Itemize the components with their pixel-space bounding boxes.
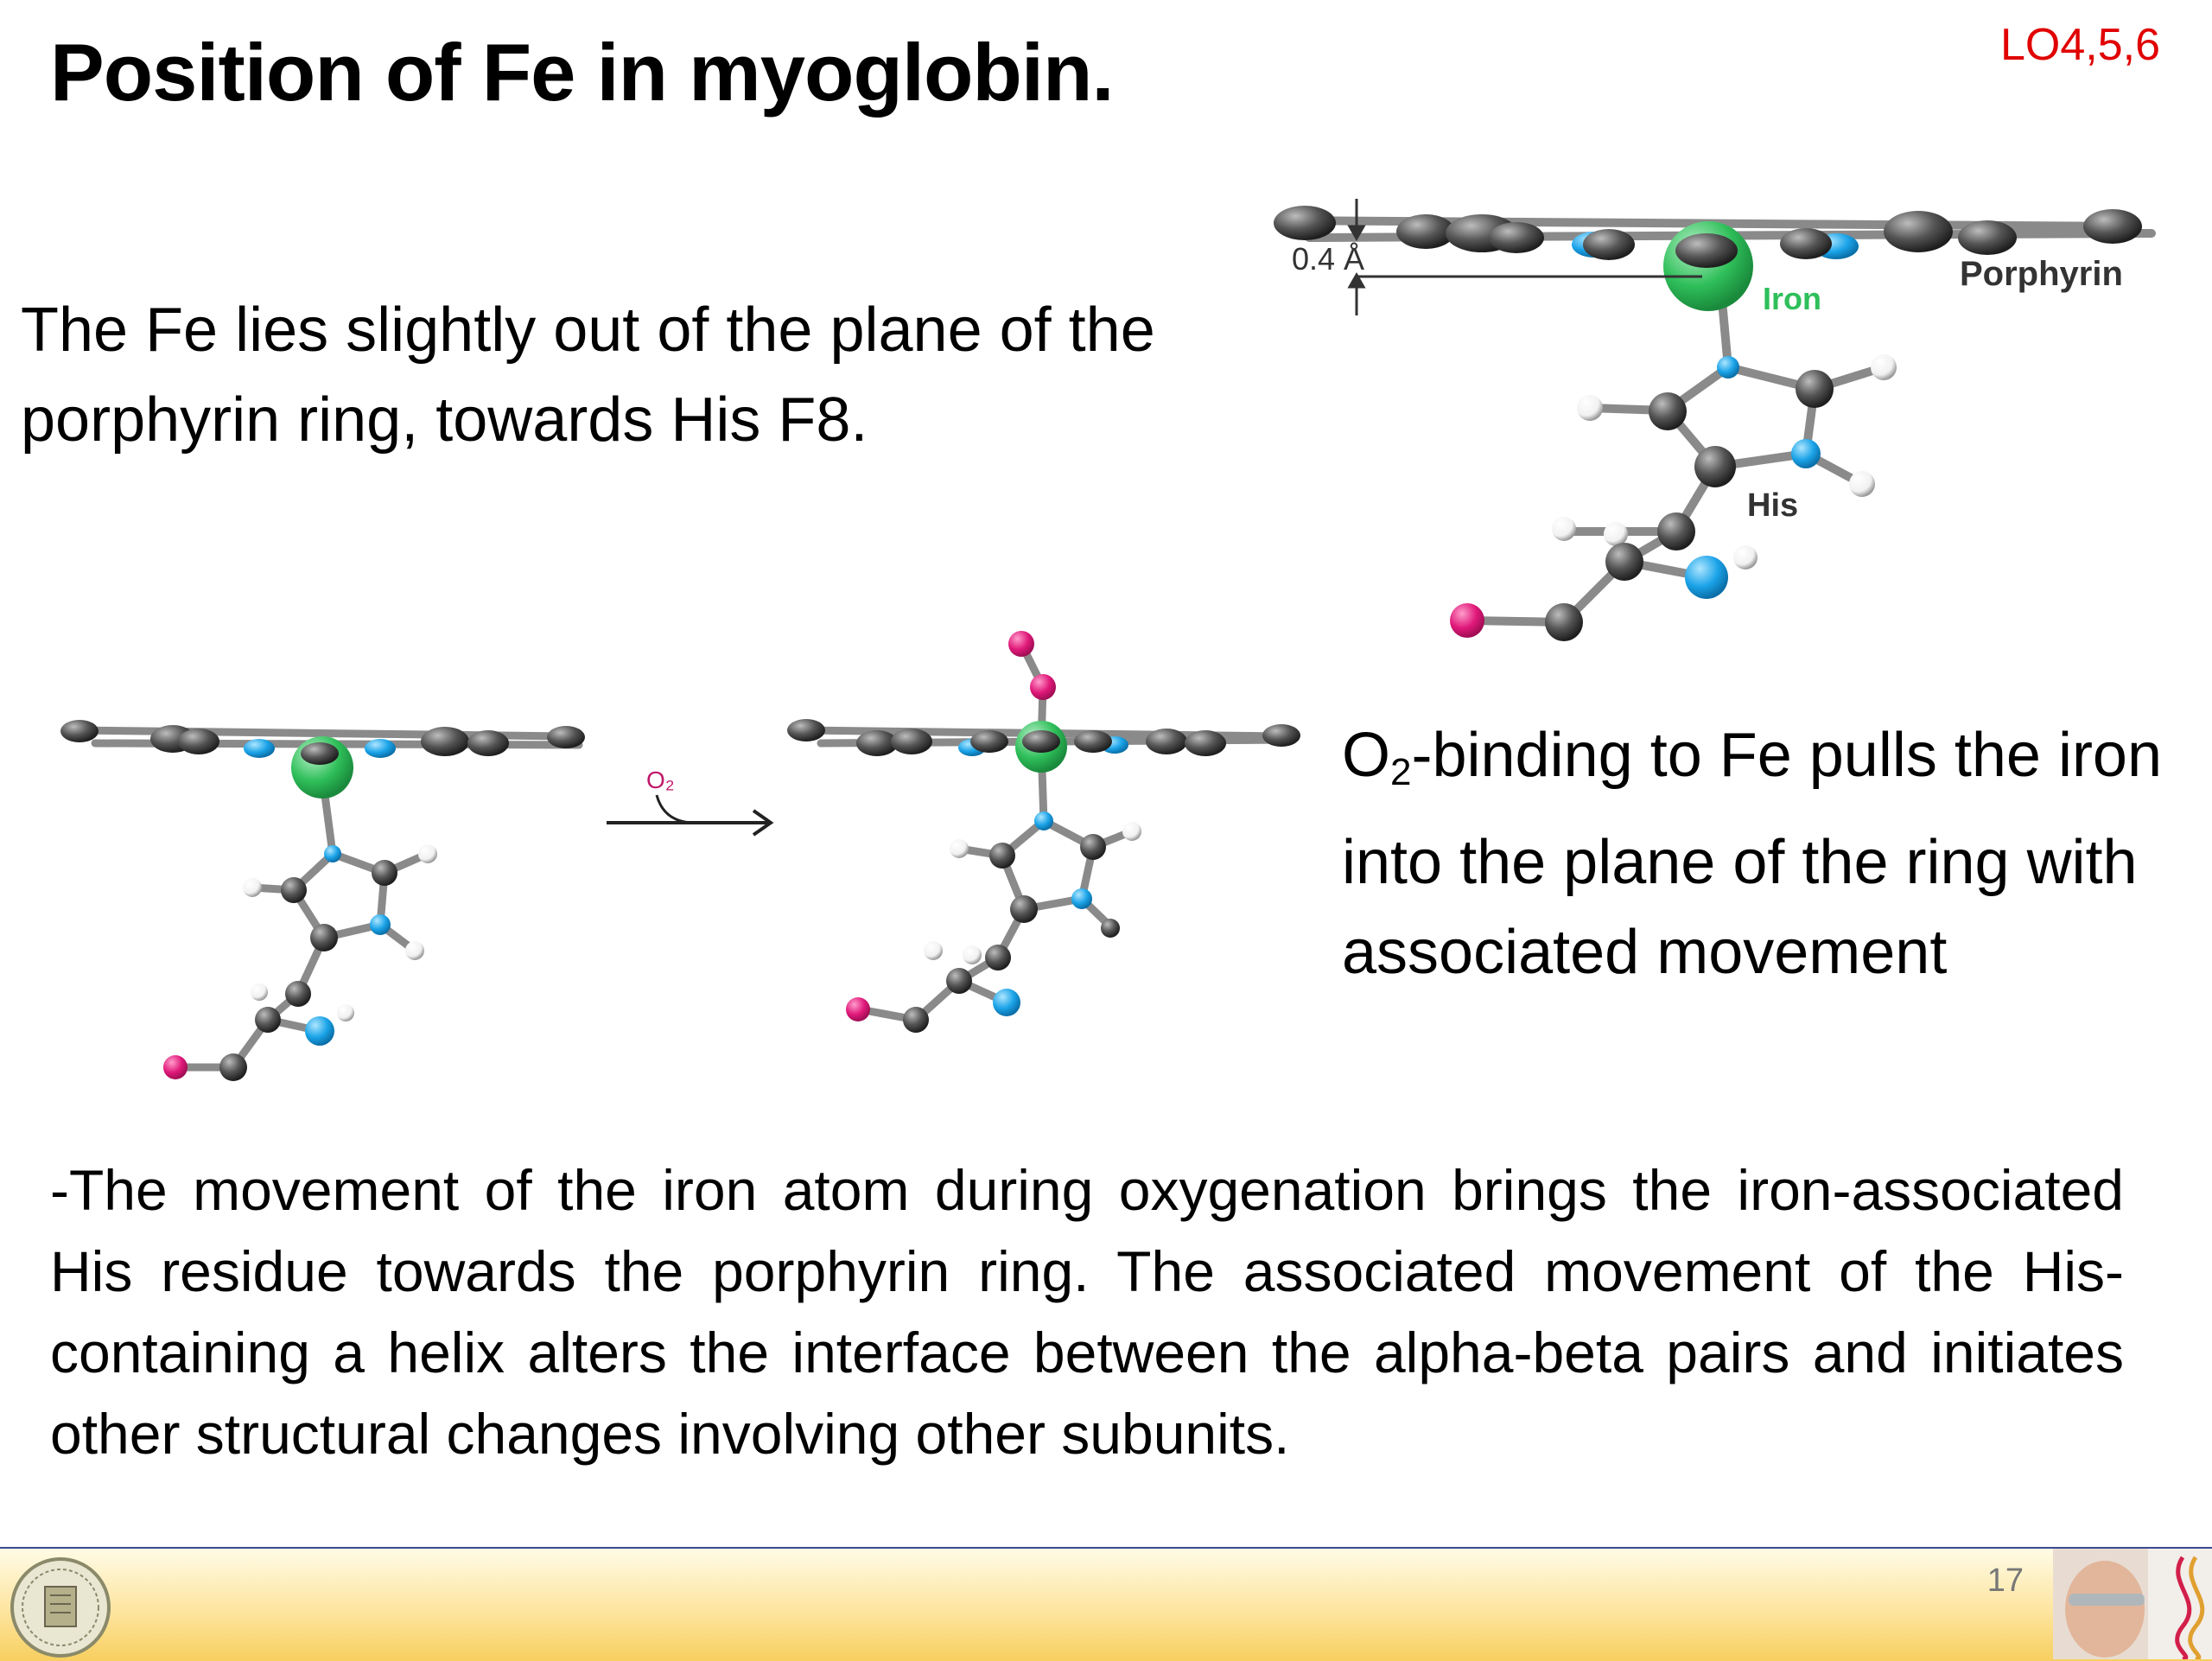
learning-objective-code: LO4,5,6 bbox=[1999, 20, 2160, 70]
movement-explanation-text: -The movement of the iron atom during ox… bbox=[50, 1158, 2124, 1466]
slide-footer-bar bbox=[0, 1547, 2212, 1661]
o2-arrow-label: O₂ bbox=[646, 767, 675, 793]
o2-binding-text: O2-binding to Fe pulls the iron into the… bbox=[1342, 710, 2171, 997]
heme-atoms-detailed bbox=[1274, 206, 2142, 641]
scientist-photo bbox=[2053, 1549, 2212, 1659]
distance-label: 0.4 Å bbox=[1292, 241, 1364, 277]
distance-indicator bbox=[1347, 199, 1702, 315]
his-label: His bbox=[1747, 487, 1798, 524]
iron-label: Iron bbox=[1763, 281, 1821, 316]
heme-diagram-oxy bbox=[799, 640, 1296, 1024]
fe-position-text: The Fe lies slightly out of the plane of… bbox=[21, 296, 1155, 455]
porphyrin-label: Porphyrin bbox=[1960, 255, 2123, 293]
page-number: 17 bbox=[1986, 1562, 2024, 1599]
o2-binding-rest: -binding to Fe pulls the iron into the p… bbox=[1342, 721, 2162, 987]
reaction-arrow bbox=[607, 794, 774, 837]
university-seal-logo bbox=[10, 1557, 111, 1658]
o2-binding-o: O bbox=[1342, 721, 1391, 790]
myoglobin-heme-diagrams: 0.4 Å Porphyrin Iron His bbox=[60, 199, 2156, 1081]
heme-atoms-oxy bbox=[787, 631, 1300, 1033]
o2-binding-subscript: 2 bbox=[1390, 751, 1412, 793]
heme-atoms-deoxy bbox=[60, 720, 585, 1081]
page-title: Position of Fe in myoglobin. bbox=[50, 27, 1114, 118]
